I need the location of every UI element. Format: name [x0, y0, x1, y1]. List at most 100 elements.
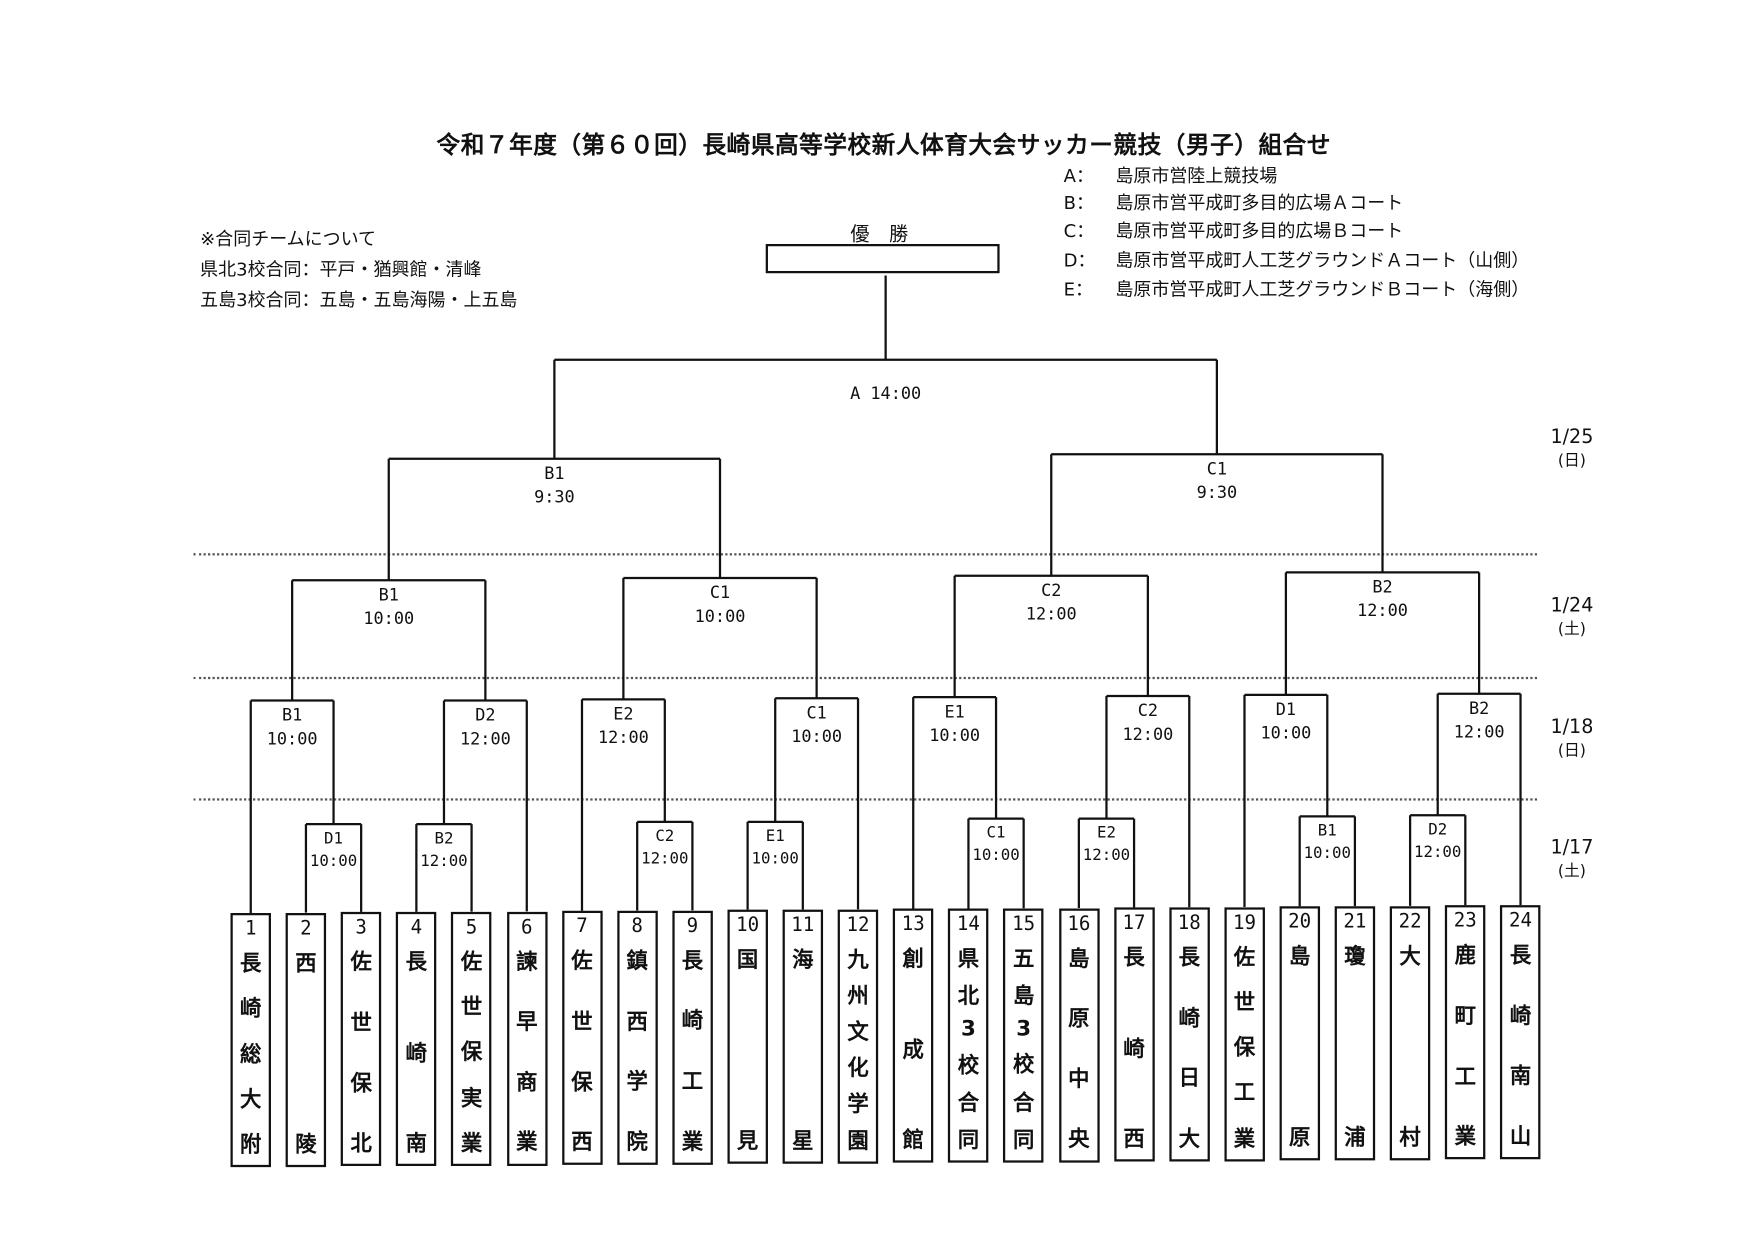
team-name: 鹿町工業	[1454, 943, 1476, 1150]
team-name: 佐世保西	[571, 949, 593, 1155]
team-name: 島原中央	[1068, 946, 1090, 1152]
team-name: 創成館	[902, 947, 924, 1153]
match-court: C1	[986, 824, 1006, 843]
match-court: A	[850, 383, 861, 404]
venue-name: 島原市営平成町人工芝グラウンドＡコート（山側）	[1115, 249, 1530, 271]
team-number: 4	[410, 916, 423, 939]
team-box: 5 佐世保実業	[451, 911, 492, 1166]
team-number: 16	[1067, 912, 1091, 935]
match-court: B2	[434, 829, 454, 848]
team-box: 23 鹿町工業	[1445, 905, 1486, 1160]
venue-key: A：	[1063, 165, 1094, 187]
match-court: C1	[709, 582, 731, 603]
team-name: 島原	[1288, 944, 1311, 1151]
team-name: 諫早商業	[516, 949, 538, 1156]
match-court: D2	[475, 704, 496, 726]
venue-name: 島原市営平成町多目的広場Ｂコート	[1115, 220, 1404, 242]
match-court: B2	[1468, 698, 1490, 719]
match-court: B1	[378, 584, 399, 605]
venue-item: E：島原市営平成町人工芝グラウンドＢコート（海側）	[1064, 274, 1530, 301]
team-name: 海星	[792, 947, 814, 1154]
champion-label: 優 勝	[850, 223, 915, 247]
page-title: 令和７年度（第６０回）長崎県高等学校新人体育大会サッカー競技（男子）組合せ	[436, 131, 1332, 159]
team-number: 17	[1122, 912, 1146, 935]
match-time: 10:00	[309, 852, 358, 871]
match-court: C2	[1041, 580, 1062, 601]
team-number: 14	[956, 913, 980, 936]
match-court: E1	[765, 827, 785, 846]
match-time: 12:00	[1414, 843, 1462, 862]
venue-key: D：	[1063, 249, 1096, 271]
weekday: (土)	[1557, 862, 1586, 881]
date: 1/18	[1550, 716, 1594, 739]
match-court: B1	[544, 463, 565, 484]
team-number: 6	[521, 915, 533, 939]
team-name: 大村	[1399, 944, 1421, 1150]
date: 1/17	[1550, 836, 1594, 860]
match-time: 12:00	[1082, 846, 1131, 865]
match-time: 10:00	[929, 725, 981, 746]
team-number: 7	[576, 915, 588, 938]
match-court: C2	[1137, 700, 1159, 721]
team-number: 11	[791, 914, 815, 937]
match-label: A 14:00	[850, 382, 921, 406]
team-number: 13	[901, 913, 925, 936]
venue-name: 島原市営陸上競技場	[1115, 165, 1278, 187]
match-time: 12:00	[1453, 721, 1505, 743]
venue-name: 島原市営平成町人工芝グラウンドＢコート（海側）	[1115, 278, 1530, 301]
team-number: 5	[465, 916, 478, 939]
match-time: 10:00	[1303, 844, 1351, 863]
weekday: (日)	[1557, 742, 1586, 761]
team-box: 4 長崎南	[396, 911, 437, 1167]
date-label: 1/25(日)	[1543, 426, 1601, 473]
venue-item: B： 島原市営平成町多目的広場Ａコート	[1064, 188, 1404, 215]
match-court: C2	[655, 827, 675, 846]
match-time: 9:30	[534, 486, 575, 508]
match-time: 10:00	[363, 608, 415, 629]
team-number: 23	[1453, 910, 1477, 933]
team-number: 9	[686, 914, 699, 938]
match-time: 10:00	[694, 606, 746, 627]
match-court: D1	[1275, 699, 1297, 720]
team-number: 15	[1012, 912, 1036, 936]
team-number: 12	[846, 913, 870, 937]
venue-key: B：	[1063, 192, 1095, 214]
venue-item: A： 島原市営陸上競技場	[1064, 161, 1278, 188]
match-court: B1	[281, 704, 303, 726]
venue-item: C：島原市営平成町多目的広場Ｂコート	[1064, 216, 1404, 243]
team-number: 2	[300, 917, 312, 940]
team-name: 瓊浦	[1344, 944, 1366, 1151]
team-box: 6 諫早商業	[506, 911, 548, 1166]
team-name: 佐世保実業	[460, 949, 483, 1156]
date: 1/24	[1550, 594, 1594, 618]
venue-name: 島原市営平成町多目的広場Ａコート	[1115, 192, 1404, 214]
note-line: 県北3校合同：平戸・猶興館・清峰	[200, 258, 482, 280]
team-name: 長崎南	[405, 950, 428, 1156]
team-number: 8	[631, 915, 643, 938]
champion-box	[765, 243, 1000, 274]
